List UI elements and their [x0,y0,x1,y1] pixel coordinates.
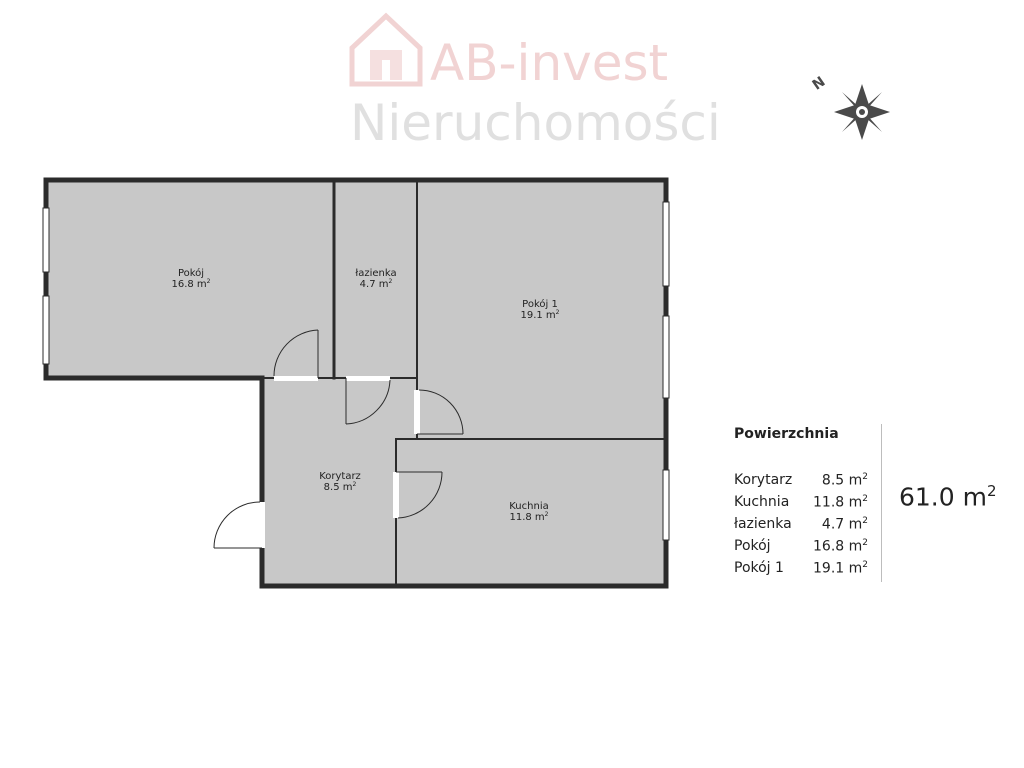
summary-row-area: 4.7 m2 [821,516,868,533]
area-summary: Powierzchnia Korytarz 8.5 m2 Kuchnia 11.… [734,424,1024,584]
room-area-pokoj: 16.8 m2 [171,278,210,290]
windows [42,201,670,541]
room-area-pokoj-1: 19.1 m2 [520,309,559,321]
room-area-lazienka: 4.7 m2 [360,278,393,290]
compass-icon [834,84,890,140]
floor-areas [46,180,666,586]
summary-row-area: 16.8 m2 [813,538,868,555]
window-pokoj-upper [42,207,50,273]
window-pokoj1-upper [662,201,670,287]
summary-row-name: Korytarz [734,472,793,488]
window-pokoj1-lower [662,315,670,399]
logo-line-2: Nieruchomości [350,94,721,152]
doors [213,329,464,549]
window-pokoj-lower [42,295,50,365]
room-area-kuchnia: 11.8 m2 [509,511,548,523]
summary-row-name: łazienka [734,516,792,532]
logo-line-1: AB-invest [430,34,668,92]
room-name-kuchnia: Kuchnia [509,501,548,512]
summary-row-name: Pokój 1 [734,560,784,576]
room-labels: Pokój 16.8 m2 łazienka 4.7 m2 Pokój 1 19… [171,267,559,523]
summary-row-area: 8.5 m2 [821,472,868,489]
room-floor-pokoj-1 [417,180,666,439]
summary-row: Korytarz 8.5 m2 [734,472,868,494]
house-logo-icon [349,12,423,87]
logo-watermark: AB-invest Nieruchomości [349,12,721,152]
summary-row: Pokój 16.8 m2 [734,538,868,560]
summary-row-name: Kuchnia [734,494,790,510]
room-name-pokoj-1: Pokój 1 [522,298,558,310]
compass-north-label: N [810,74,829,94]
room-floor-korytarz-ext [396,378,417,439]
summary-row: Kuchnia 11.8 m2 [734,494,868,516]
summary-row-area: 19.1 m2 [813,560,868,577]
summary-row-name: Pokój [734,538,771,554]
summary-row: łazienka 4.7 m2 [734,516,868,538]
room-area-korytarz: 8.5 m2 [324,481,357,493]
room-floor-lazienka [334,180,417,378]
room-name-lazienka: łazienka [355,268,396,279]
summary-divider [881,424,882,582]
total-area: 61.0 m2 [899,482,997,512]
summary-row-area: 11.8 m2 [813,494,868,511]
window-kuchnia [662,469,670,541]
summary-title: Powierzchnia [734,426,839,442]
room-name-pokoj: Pokój [178,267,204,279]
room-name-korytarz: Korytarz [319,471,361,482]
summary-row: Pokój 1 19.1 m2 [734,560,868,582]
room-floor-kuchnia [396,439,666,586]
